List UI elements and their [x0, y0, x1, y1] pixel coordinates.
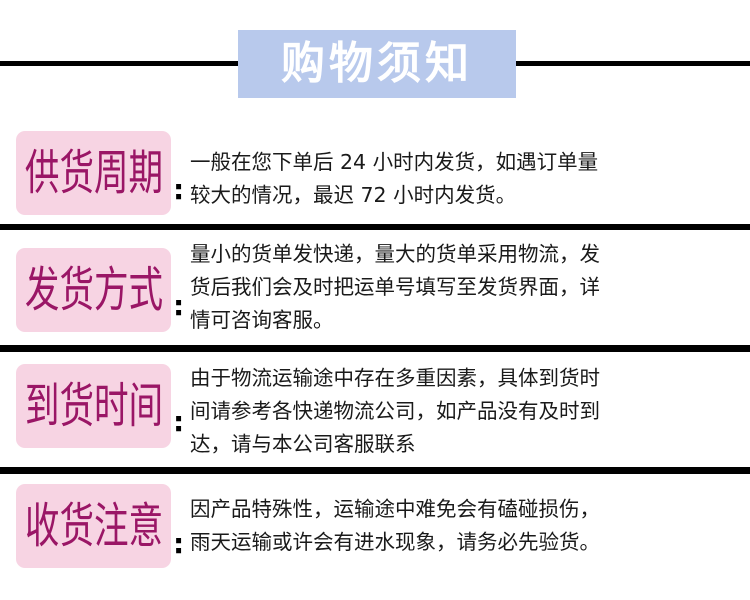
- label-colon: :: [173, 527, 185, 560]
- label-colon: :: [173, 289, 185, 322]
- section-label-text: 到货时间: [24, 378, 163, 434]
- section-label-text: 供货周期: [24, 145, 163, 201]
- section-text-supply-cycle: 一般在您下单后 24 小时内发货，如遇订单量 较大的情况，最迟 72 小时内发货…: [190, 150, 599, 207]
- section-divider: [0, 345, 750, 352]
- section-label-text: 发货方式: [24, 262, 163, 318]
- section-label-shipping-method: 发货方式: [16, 248, 171, 332]
- page-title: 购物须知: [281, 38, 473, 89]
- title-banner: 购物须知: [238, 30, 516, 98]
- label-colon: :: [173, 173, 185, 206]
- section-label-text: 收货注意: [24, 498, 163, 554]
- section-label-receiving-notes: 收货注意: [16, 484, 171, 568]
- section-text-receiving-notes: 因产品特殊性，运输途中难免会有磕碰损伤， 雨天运输或许会有进水现象，请务必先验货…: [190, 497, 600, 554]
- section-divider: [0, 467, 750, 474]
- section-text-shipping-method: 量小的货单发快递，量大的货单采用物流，发 货后我们会及时把运单号填写至发货界面，…: [190, 242, 600, 332]
- section-divider: [0, 224, 750, 230]
- section-label-arrival-time: 到货时间: [16, 364, 171, 448]
- section-label-supply-cycle: 供货周期: [16, 131, 171, 215]
- section-text-arrival-time: 由于物流运输途中存在多重因素，具体到货时 间请参考各快递物流公司，如产品没有及时…: [190, 366, 600, 456]
- label-colon: :: [173, 405, 185, 438]
